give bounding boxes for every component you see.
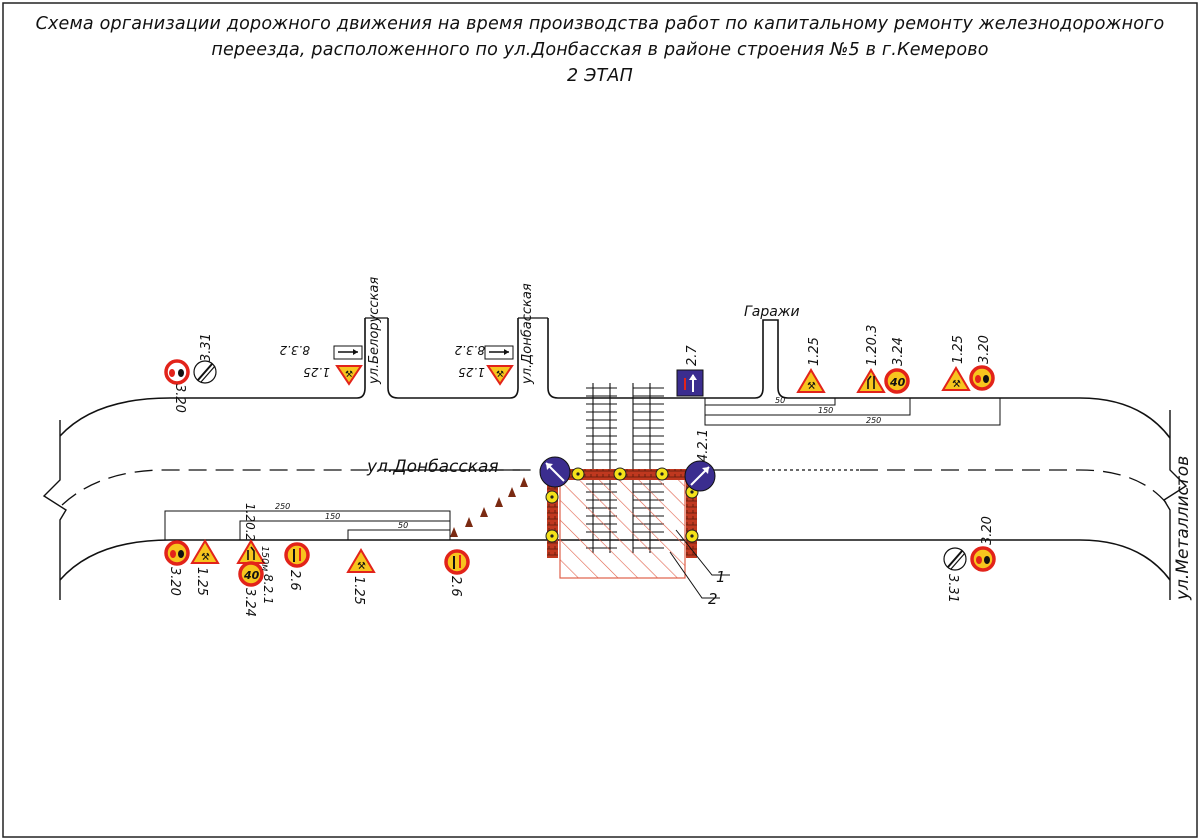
sign-oncoming-priority-bottom-1 xyxy=(284,542,310,568)
work-zone-hatch xyxy=(559,477,686,579)
break-line-left xyxy=(42,420,67,600)
barrier-left xyxy=(547,480,558,558)
sign-roadworks-belorusskaya: ⚒ xyxy=(335,365,363,386)
svg-text:⚒: ⚒ xyxy=(345,370,353,380)
label-2-7: 2.7 xyxy=(685,345,700,366)
label-8-3-2-a: 8.3.2 xyxy=(279,343,310,357)
detour-sign-left xyxy=(539,456,571,488)
svg-text:⚒: ⚒ xyxy=(201,552,210,563)
barrier-right xyxy=(686,480,697,558)
label-8-2-1: 8.2.1 xyxy=(261,574,275,605)
dimensions-top xyxy=(704,398,1001,426)
svg-text:40: 40 xyxy=(889,376,906,389)
road-edge-bottom xyxy=(59,539,1171,581)
traffic-cones xyxy=(450,477,528,537)
title-line-3: 2 ЭТАП xyxy=(567,66,633,86)
sign-priority-oncoming xyxy=(676,369,704,397)
svg-text:40: 40 xyxy=(243,569,260,582)
label-3-31-top: 3.31 xyxy=(199,333,214,362)
label-1-25-bottom-mid: 1.25 xyxy=(351,576,366,605)
label-2-6-a: 2.6 xyxy=(287,570,302,591)
label-8-3-2-b: 8.3.2 xyxy=(454,343,485,357)
plate-direction-belorusskaya xyxy=(333,345,363,360)
svg-text:⚒: ⚒ xyxy=(496,370,504,380)
label-1-25-c: 1.25 xyxy=(807,337,822,366)
label-1-20-3: 1.20.3 xyxy=(865,325,880,366)
label-3-20-right: 3.20 xyxy=(977,335,992,364)
centre-line-left xyxy=(61,469,540,506)
barrier-top xyxy=(553,469,701,480)
detour-sign-right xyxy=(684,460,716,492)
label-3-24-top: 3.24 xyxy=(891,337,906,366)
title-line-2: переезда, расположенного по ул.Донбасска… xyxy=(211,40,989,60)
sign-speed-limit-top-right: 40 xyxy=(884,368,910,394)
callout-2-leader xyxy=(669,551,720,599)
dimensions-bottom xyxy=(164,510,451,540)
label-2-6-b: 2.6 xyxy=(448,576,463,597)
sign-roadworks-donbasskaya: ⚒ xyxy=(486,365,514,386)
dim-bottom-150: 150 xyxy=(325,512,340,521)
dim-top-150: 150 xyxy=(818,406,833,415)
svg-text:⚒: ⚒ xyxy=(807,381,816,392)
label-3-24-bottom: 3.24 xyxy=(242,588,257,617)
sign-end-restrictions-top-left xyxy=(193,360,217,384)
dim-top-50: 50 xyxy=(775,396,785,405)
sign-end-restrictions-bottom-right xyxy=(943,547,967,571)
centre-line-right xyxy=(860,469,1169,506)
plate-direction-donbasskaya xyxy=(484,345,514,360)
svg-text:⚒: ⚒ xyxy=(357,561,366,572)
dim-bottom-250: 250 xyxy=(275,502,290,511)
callout-1-leader xyxy=(675,529,730,576)
label-1-25-b: 1.25 xyxy=(458,365,485,379)
label-3-20-bottom-left: 3.20 xyxy=(167,567,182,596)
callout-1: 1 xyxy=(716,568,726,586)
label-3-20-bottom-right: 3.20 xyxy=(980,516,995,545)
break-line-right xyxy=(1163,410,1188,600)
sign-no-overtaking-bottom-right xyxy=(970,546,996,572)
label-3-31-bottom-right: 3.31 xyxy=(945,574,960,603)
sign-narrowing-top-right xyxy=(856,368,886,393)
sign-no-overtaking-bottom-left xyxy=(164,540,190,566)
sign-speed-limit-bottom: 40 xyxy=(238,561,264,587)
label-150m: 150м xyxy=(259,546,270,571)
label-1-20-2: 1.20.2 xyxy=(243,503,257,541)
label-1-25-a: 1.25 xyxy=(303,365,330,379)
road-edge-top-mid xyxy=(387,318,519,399)
road-edge-top-left xyxy=(59,318,366,437)
label-1-25-bottom-left: 1.25 xyxy=(194,567,209,596)
label-garages: Гаражи xyxy=(744,304,800,320)
label-4-2-1: 4.2.1 xyxy=(696,429,711,462)
sign-no-overtaking-top-left xyxy=(164,359,190,385)
sign-roadworks-bottom-left: ⚒ xyxy=(190,539,220,564)
sign-roadworks-top-right-1: ⚒ xyxy=(796,368,826,393)
sign-oncoming-priority-bottom-2 xyxy=(444,549,470,575)
sign-no-overtaking-top-right xyxy=(969,365,995,391)
sign-roadworks-top-right-2: ⚒ xyxy=(941,366,971,391)
callout-2: 2 xyxy=(708,590,718,608)
title-line-1: Схема организации дорожного движения на … xyxy=(35,14,1165,34)
label-3-20-top: 3.20 xyxy=(172,384,187,413)
street-label-main: ул.Донбасская xyxy=(366,457,499,477)
label-1-25-d: 1.25 xyxy=(951,335,966,364)
road-edge-top-right xyxy=(547,318,1171,439)
dim-top-250: 250 xyxy=(866,416,881,425)
street-label-metallistov: ул.Металлистов xyxy=(1173,456,1193,601)
dim-bottom-50: 50 xyxy=(398,521,408,530)
sign-roadworks-bottom-mid: ⚒ xyxy=(346,548,376,573)
street-label-belorusskaya: ул.Белорусская xyxy=(367,277,382,385)
svg-text:⚒: ⚒ xyxy=(952,379,961,390)
street-label-donbasskaya-side: ул.Донбасская xyxy=(520,283,535,385)
